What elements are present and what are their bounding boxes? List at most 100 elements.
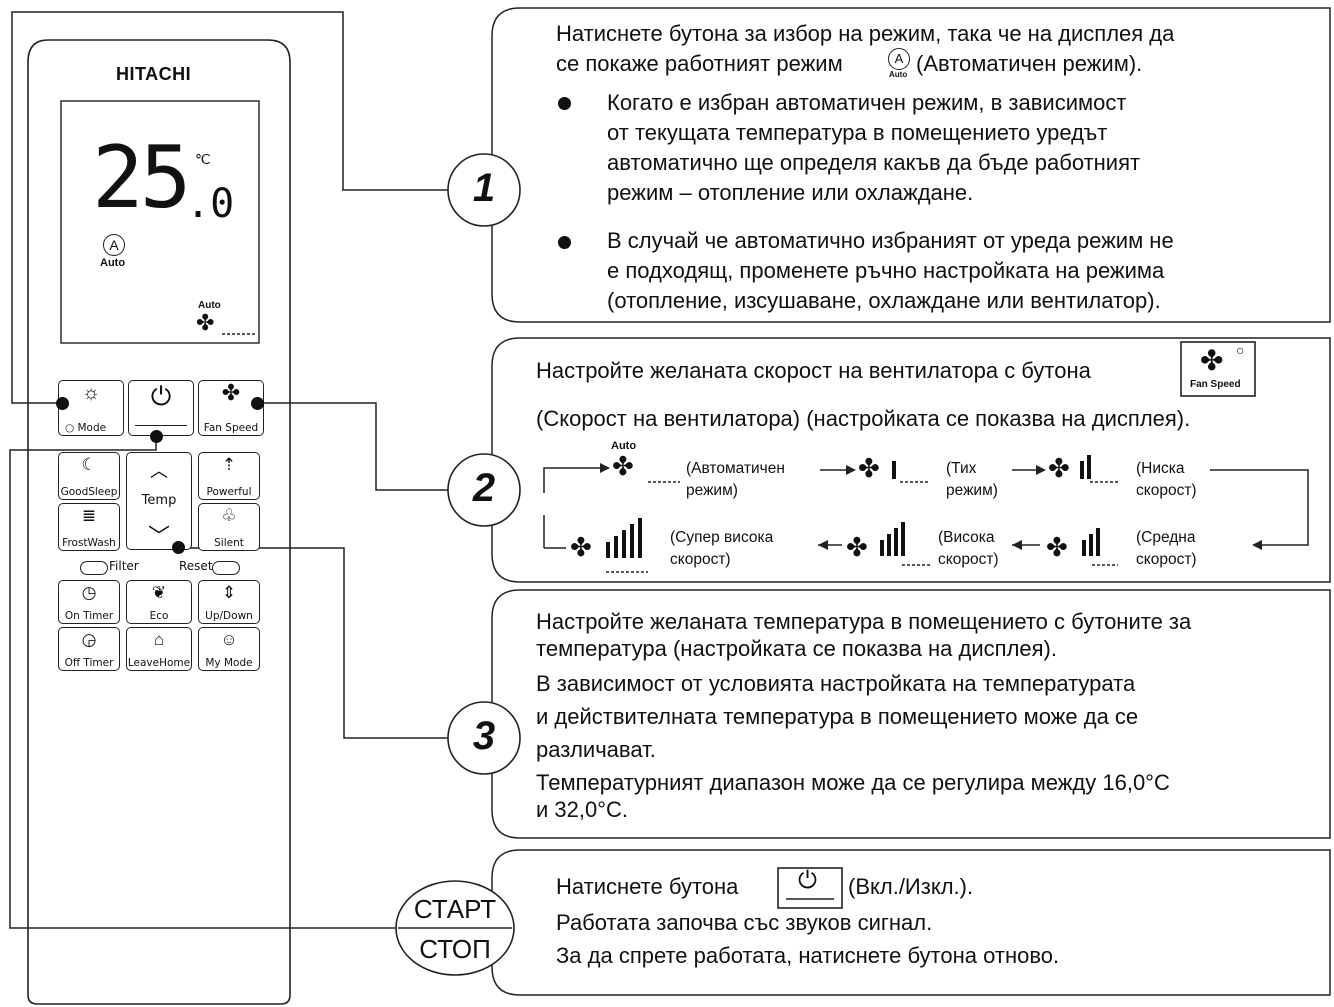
up-down-label: Up/Down <box>205 610 253 622</box>
fan-icon: ✤ <box>221 380 241 405</box>
speed-super-high-text: скорост) <box>670 551 731 568</box>
speed-auto-fan-icon: ✤ <box>612 451 634 481</box>
step4-line2: Работата започва със звуков сигнал. <box>556 910 933 935</box>
step1-number: 1 <box>472 166 496 210</box>
speed-low-text: (Ниска <box>1136 460 1185 477</box>
display-mode-label: Auto <box>100 257 126 269</box>
step3-line: различават. <box>536 737 656 762</box>
step4-power-icon: ⏻ <box>798 867 817 894</box>
eco-button[interactable]: ❦ Eco <box>126 580 192 624</box>
step3-line: Настройте желаната температура в помещен… <box>536 609 1192 634</box>
speed-quiet-fan-icon: ✤ <box>858 453 880 483</box>
step2-button-label: Fan Speed <box>1190 379 1241 390</box>
leader-mode <box>11 11 448 404</box>
speed-bars <box>606 455 1100 558</box>
filter-label: Filter <box>109 559 139 573</box>
step3-line: температура (настройката се показва на д… <box>536 636 1057 661</box>
frost-wash-label: FrostWash <box>62 537 116 549</box>
on-timer-button[interactable]: ◷ On Timer <box>58 580 120 624</box>
filter-button[interactable] <box>80 561 108 575</box>
off-timer-button[interactable]: ◶ Off Timer <box>58 627 120 671</box>
frost-wash-button[interactable]: ≣ FrostWash <box>58 503 120 551</box>
speed-low-fan-icon: ✤ <box>1048 453 1070 483</box>
step4-line1-b: (Вкл./Изкл.). <box>848 874 974 899</box>
speed-super-high-text: (Супер висока <box>670 529 774 546</box>
reset-button[interactable] <box>212 561 240 575</box>
step1-bullet2-line: е подходящ, променете ръчно настройката … <box>607 258 1165 283</box>
step1-auto-icon: A <box>888 48 910 70</box>
silent-label: Silent <box>214 537 244 549</box>
step1-bullet2-line: (отопление, изсушаване, охлаждане или ве… <box>607 288 1161 313</box>
step3-line: Температурният диапазон може да се регул… <box>536 770 1170 795</box>
speed-medium-fan-icon: ✤ <box>1046 532 1068 562</box>
mode-label: Mode <box>77 422 107 434</box>
step3-number: 3 <box>472 714 496 758</box>
powerful-label: Powerful <box>206 486 252 498</box>
step1-bullet1-line: от текущата температура в помещението ур… <box>607 120 1108 145</box>
power-pointer-dot <box>150 430 163 443</box>
display-auto-mode-icon: A <box>103 234 125 256</box>
speed-auto-text: режим) <box>686 482 738 499</box>
power-button[interactable]: ⏻ <box>128 380 194 436</box>
leave-home-label: LeaveHome <box>127 657 191 669</box>
speed-medium-text: (Средна <box>1136 529 1196 546</box>
silent-icon: ♧ <box>221 506 237 525</box>
step2-box <box>491 337 1331 583</box>
mode-icon: ☼ <box>81 382 101 404</box>
powerful-button[interactable]: ⇡ Powerful <box>198 452 260 500</box>
step1-icon-label: Auto <box>889 70 908 79</box>
step2-line1: Настройте желаната скорост на вентилатор… <box>536 358 1091 383</box>
step4-box <box>491 849 1331 996</box>
step1-box <box>491 7 1331 323</box>
good-sleep-label: GoodSleep <box>60 486 118 498</box>
reset-label: Reset <box>179 559 213 573</box>
temp-down-icon[interactable]: ﹀ <box>147 524 170 549</box>
remote-display <box>60 100 260 344</box>
step1-bullet-1 <box>558 97 571 110</box>
temp-pointer-dot <box>172 541 185 554</box>
swing-icon: ⇕ <box>221 583 237 602</box>
display-unit: ℃ <box>195 151 211 167</box>
leader-temp <box>178 547 448 739</box>
display-fan-icon: ✤ <box>196 310 215 335</box>
speed-quiet-text: (Тих <box>946 460 977 477</box>
mode-pointer-dot <box>56 397 69 410</box>
up-down-button[interactable]: ⇕ Up/Down <box>198 580 260 624</box>
start-label: СТАРТ <box>413 894 497 924</box>
speed-medium-text: скорост) <box>1136 551 1197 568</box>
step1-bullet1-line: режим – отопление или охлаждане. <box>607 180 974 205</box>
speed-high-text: скорост) <box>938 551 999 568</box>
display-fan-label: Auto <box>198 300 221 311</box>
mode-button[interactable]: ☼ ○ Mode <box>58 380 124 436</box>
my-mode-icon: ☺ <box>220 630 238 649</box>
fan-pointer-dot <box>251 397 264 410</box>
frost-wash-icon: ≣ <box>81 506 97 525</box>
powerful-icon: ⇡ <box>221 455 237 474</box>
speed-auto-label: Auto <box>611 440 637 452</box>
step2-fan-icon: ✤ <box>1200 345 1224 376</box>
step3-box <box>491 589 1331 839</box>
leave-home-button[interactable]: ⌂ LeaveHome <box>126 627 192 671</box>
step1-bullet2-line: В случай че автоматично избраният от уре… <box>607 228 1174 253</box>
on-timer-icon: ◷ <box>81 583 97 602</box>
good-sleep-button[interactable]: ☾ GoodSleep <box>58 452 120 500</box>
step3-line: и 32,0°C. <box>536 797 629 822</box>
remote-body <box>27 39 291 1005</box>
temp-button[interactable]: ︿ Temp ﹀ <box>126 452 192 550</box>
temp-up-icon[interactable]: ︿ <box>150 461 168 481</box>
my-mode-button[interactable]: ☺ My Mode <box>198 627 260 671</box>
step2-line2: (Скорост на вентилатора) (настройката се… <box>536 406 1191 431</box>
on-timer-label: On Timer <box>64 610 114 622</box>
step2-number: 2 <box>472 466 496 510</box>
my-mode-label: My Mode <box>205 657 253 669</box>
speed-high-text: (Висока <box>938 529 995 546</box>
fan-speed-label: Fan Speed <box>203 422 259 434</box>
speed-high-fan-icon: ✤ <box>846 532 868 562</box>
silent-button[interactable]: ♧ Silent <box>198 503 260 551</box>
step1-bullet1-line: автоматично ще определя какъв да бъде ра… <box>607 150 1141 175</box>
step1-bullet-2 <box>558 236 571 249</box>
step1-intro-b: се покаже работният режим <box>556 51 843 76</box>
leader-fan <box>258 402 448 491</box>
moon-icon: ☾ <box>81 455 97 474</box>
